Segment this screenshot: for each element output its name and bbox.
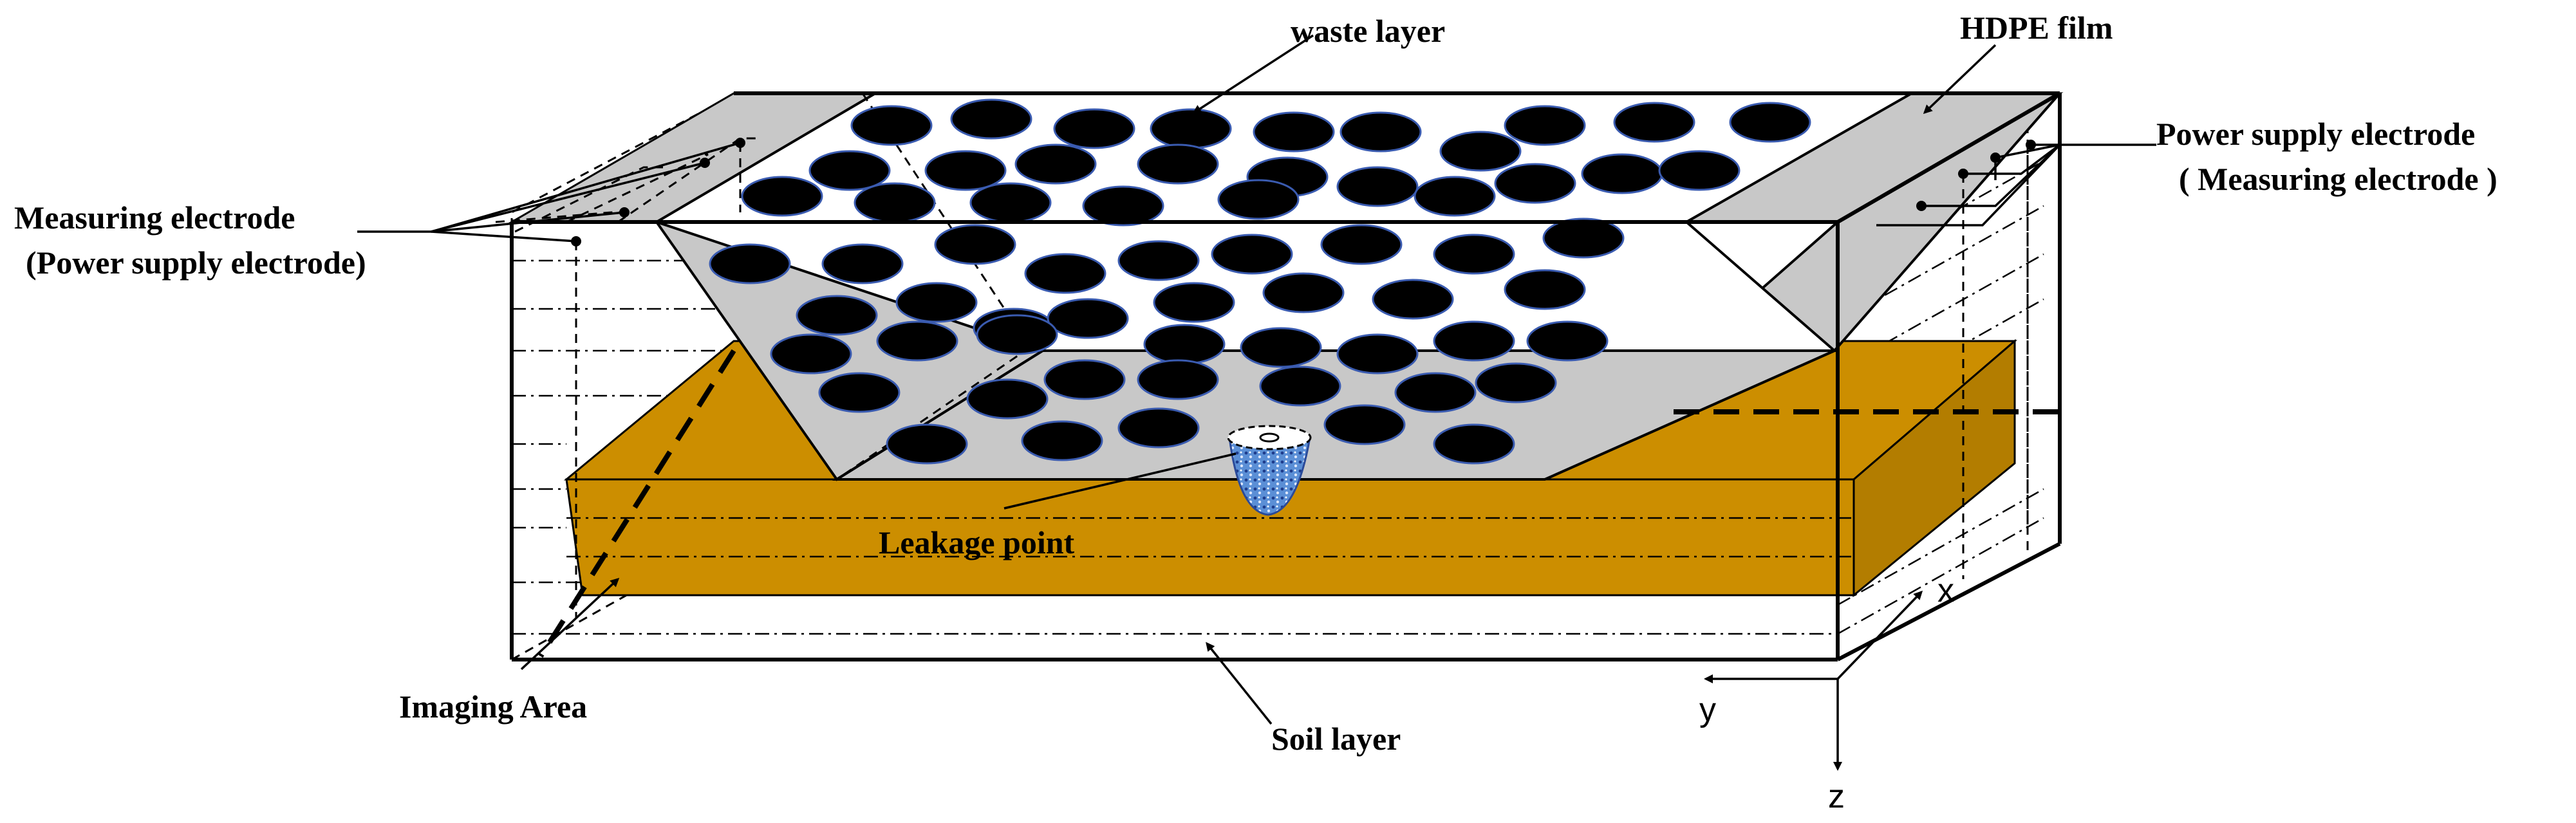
waste-particle: [1217, 179, 1300, 220]
waste-particle: [1240, 327, 1322, 368]
waste-particle: [1581, 153, 1663, 194]
waste-particle: [1336, 166, 1419, 207]
waste-particle: [1336, 333, 1419, 375]
waste-particle: [1320, 224, 1403, 265]
axes: [1704, 590, 1923, 771]
waste-particle: [934, 224, 1016, 265]
waste-particle: [1542, 217, 1625, 259]
axis-x-label: x: [1937, 572, 1954, 609]
axis-z-label: z: [1828, 778, 1845, 815]
waste-particle: [1259, 365, 1341, 407]
waste-particle: [1047, 298, 1129, 339]
waste-particle: [854, 182, 936, 223]
label-power-supply-right: Power supply electrode: [2156, 116, 2475, 152]
label-hdpe-film: HDPE film: [1960, 10, 2113, 46]
waste-particle: [1137, 359, 1219, 400]
label-measuring-electrode-left: Measuring electrode: [14, 199, 295, 236]
waste-particle: [924, 150, 1007, 191]
waste-particle: [1526, 320, 1609, 362]
waste-particle: [950, 98, 1032, 140]
waste-particle: [1082, 185, 1164, 227]
callout-leaders: [520, 34, 1997, 725]
waste-particle: [886, 423, 968, 465]
left-electrode-wires: [357, 137, 760, 618]
waste-particle: [1053, 108, 1135, 149]
label-power-supply-left: (Power supply electrode): [26, 245, 366, 281]
waste-particle: [1153, 282, 1235, 323]
waste-particle: [1439, 131, 1522, 172]
waste-particle: [966, 378, 1049, 420]
waste-particle: [1433, 423, 1515, 465]
waste-particle: [1021, 420, 1103, 461]
waste-particle: [1211, 234, 1293, 275]
waste-particle: [1014, 143, 1097, 185]
label-measuring-right: ( Measuring electrode ): [2179, 161, 2497, 197]
label-imaging-area: Imaging Area: [399, 689, 587, 725]
waste-particle: [1494, 163, 1576, 204]
label-waste-layer: waste layer: [1291, 13, 1445, 49]
waste-particle: [1323, 404, 1406, 445]
waste-particles: [709, 98, 1811, 465]
waste-particle: [1339, 111, 1422, 153]
waste-particle: [1475, 362, 1557, 403]
waste-particle: [1394, 372, 1477, 413]
waste-particle: [1433, 234, 1515, 275]
waste-particle: [1024, 253, 1106, 294]
waste-particle: [770, 333, 852, 375]
waste-particle: [1613, 102, 1695, 143]
waste-particle: [850, 105, 933, 146]
waste-particle: [1414, 176, 1496, 217]
waste-particle: [796, 295, 878, 336]
waste-particle: [1372, 279, 1454, 320]
waste-particle: [1043, 359, 1126, 400]
waste-particle: [876, 320, 958, 362]
label-leakage-point: Leakage point: [879, 524, 1075, 560]
waste-particle: [1150, 108, 1232, 149]
waste-particle: [969, 182, 1052, 223]
label-soil-layer: Soil layer: [1271, 721, 1401, 757]
waste-particle: [976, 314, 1058, 355]
waste-particle: [1143, 324, 1226, 365]
waste-particle: [1658, 150, 1741, 191]
waste-particle: [1117, 407, 1200, 448]
waste-particle: [1504, 105, 1586, 146]
outer-box: [510, 91, 2062, 661]
waste-particle: [1262, 272, 1345, 313]
waste-particle: [1137, 143, 1219, 185]
right-electrode-wires: [1876, 140, 2156, 579]
waste-particle: [821, 243, 904, 284]
waste-particle: [1504, 269, 1586, 310]
leakage-point: [1227, 425, 1312, 516]
waste-particle: [895, 282, 978, 323]
waste-particle: [818, 372, 901, 413]
axis-y-label: y: [1699, 691, 1716, 728]
waste-particle: [709, 243, 791, 284]
imaging-area-outline: [538, 349, 2060, 658]
waste-particle: [1433, 320, 1515, 362]
waste-particle: [1729, 102, 1811, 143]
waste-particle: [1253, 111, 1335, 153]
waste-particle: [1117, 240, 1200, 281]
waste-particle: [741, 176, 823, 217]
waste-particle: [808, 150, 891, 191]
